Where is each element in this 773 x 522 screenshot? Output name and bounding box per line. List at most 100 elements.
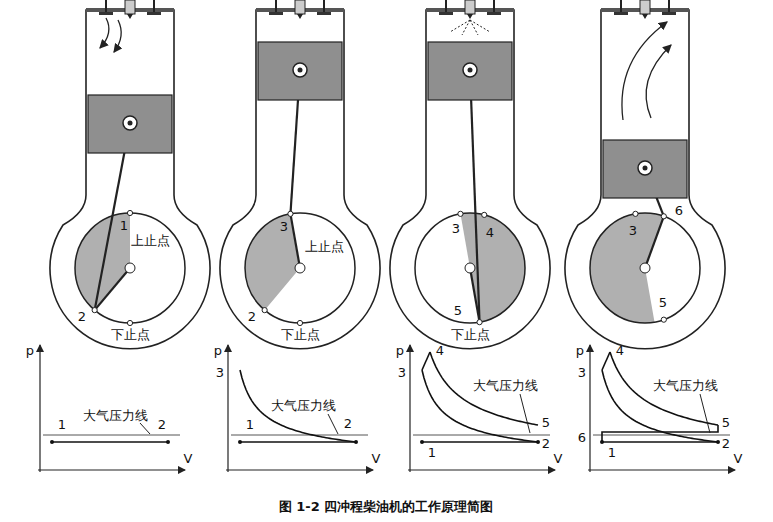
v-axis [226,469,373,470]
diagram-label: V [184,452,193,465]
fuel-spray [470,20,490,32]
crank-point [262,308,267,313]
diagram-label: p [396,344,404,357]
crank-circle [415,213,525,323]
valve-head [147,12,161,15]
crank-point [288,211,293,216]
exhaust-line [602,425,718,442]
crank-point [458,211,463,216]
pv-diagram [588,345,735,472]
valve-head [439,12,453,15]
valve-stem [668,0,670,12]
diagram-label: 5 [454,304,462,317]
crank-hub [125,263,135,273]
combustion-line [602,352,610,370]
engine-panel [220,0,380,349]
diagram-label: 4 [486,226,494,239]
valve-stem [153,0,155,12]
diagram-label: 上止点 [305,240,344,253]
diagram-label: 1 [428,446,436,459]
diagram-label: 1 [120,219,128,232]
diagram-label: 2 [344,417,352,430]
diagram-label: 5 [542,416,550,429]
crank-point [127,210,132,215]
crank-point [482,212,487,217]
atmospheric-line [413,435,550,436]
state-point [420,440,424,444]
cylinder-crankcase [50,10,210,349]
diagram-label: 3 [578,366,586,379]
compression-curve [602,370,718,442]
diagram-label: 1 [58,418,66,431]
piston-pin-center [128,121,133,126]
diagram-label: 2 [78,310,86,323]
cylinder-crankcase [220,10,380,349]
v-axis [408,469,555,470]
crank-point [477,320,482,325]
crank-point [661,317,666,322]
crank-arm [645,216,664,268]
diagram-label: 5 [659,296,667,309]
intake-arrow [114,20,121,52]
diagram-label: p [576,344,584,357]
valve-head [662,12,676,15]
v-axis [588,469,735,470]
crank-hub [465,263,475,273]
crank-arm [470,268,480,322]
diagram-label: 大气压力线 [653,379,718,392]
compression-curve [240,370,356,442]
engine-panel [50,0,210,349]
diagram-label: 4 [616,344,624,357]
exhaust-arrow [622,22,667,120]
state-point [50,440,54,444]
v-axis [38,469,185,470]
expansion-curve [430,352,538,425]
compression-curve [422,370,538,442]
piston-pin [123,116,137,130]
valve-head [317,12,331,15]
injector-nozzle [642,14,648,19]
atmospheric-line [231,435,368,436]
crank-point [297,320,302,325]
valve-stem [620,0,622,12]
p-axis [409,345,410,472]
diagram-label: 3 [216,366,224,379]
valve-head [487,12,501,15]
valve-stem [493,0,495,12]
crank-point [661,214,666,219]
injector [640,0,650,14]
piston-pin-center [298,68,303,73]
injector [125,0,135,14]
figure-caption: 图 1-2 四冲程柴油机的工作原理简图 [279,500,494,513]
diagram-label: 6 [675,204,683,217]
valve-stem [323,0,325,12]
exhaust-arrow [646,45,671,118]
intake-line [602,441,718,443]
crank-point [127,320,132,325]
valve-head [614,12,628,15]
connecting-rod [470,70,480,322]
diagram-label: 5 [722,416,730,429]
diagram-label: p [214,344,222,357]
engine-panel [565,0,725,349]
intake-line [422,441,538,443]
valve-stem [445,0,447,12]
p-axis [227,345,228,472]
crank-arm [95,268,130,310]
cylinder-crankcase [390,10,550,349]
piston [603,140,687,198]
diagram-label: p [26,344,34,357]
leader-line [700,394,710,433]
crank-circle [590,213,700,323]
diagram-label: 大气压力线 [271,399,336,412]
engine-panel [390,0,550,349]
diagram-label: V [734,452,743,465]
crank-sector [590,213,664,323]
expansion-curve [610,352,718,425]
diagram-label: 4 [436,344,444,357]
fuel-spray [450,20,470,32]
crank-arm [290,214,300,268]
crank-hub [640,263,650,273]
valve-stem [105,0,107,12]
